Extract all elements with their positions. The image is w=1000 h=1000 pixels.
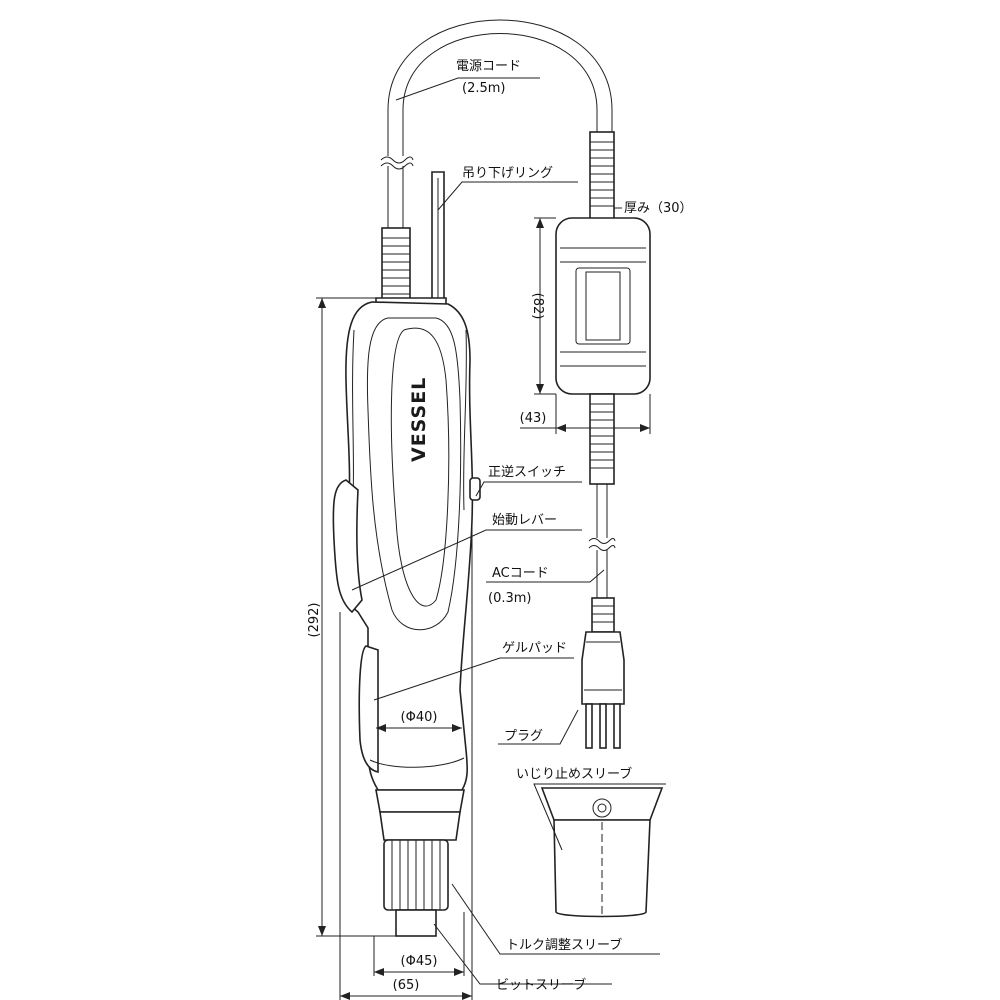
label-forward-reverse-switch: 正逆スイッチ: [488, 464, 566, 480]
ac-cord: [588, 484, 616, 598]
dim-height: (292): [307, 603, 322, 638]
dim-width: (65): [393, 978, 420, 993]
torque-adjust-sleeve: [375, 789, 465, 911]
dim-box-width: (43): [520, 411, 547, 426]
label-power-cord-length: (2.5m): [462, 81, 505, 96]
hanging-ring: [431, 171, 445, 308]
dim-grip-diameter: (Φ40): [401, 710, 438, 725]
label-start-lever: 始動レバー: [492, 513, 557, 528]
cord-strain-relief-tool: [381, 227, 411, 305]
label-thickness: 厚み（30）: [624, 201, 693, 216]
dimension-lines: [316, 217, 651, 1000]
brand-logo: VESSEL: [408, 377, 430, 462]
label-ac-cord-length: (0.3m): [488, 591, 531, 606]
plug: [581, 597, 625, 749]
label-torque-sleeve: トルク調整スリーブ: [506, 937, 622, 953]
tool-body: [332, 297, 481, 791]
controller-box: [555, 131, 651, 485]
tamper-proof-sleeve: [540, 787, 664, 918]
label-plug: プラグ: [504, 729, 543, 744]
label-ac-cord: ACコード: [492, 566, 549, 581]
dim-box-height: (82): [530, 293, 545, 320]
label-hanging-ring: 吊り下げリング: [462, 166, 553, 181]
label-power-cord: 電源コード: [456, 59, 521, 74]
dim-nose-diameter: (Φ45): [401, 954, 438, 969]
power-cord: [380, 19, 613, 230]
bit-sleeve: [395, 909, 437, 937]
label-bit-sleeve: ビットスリーブ: [496, 977, 586, 993]
label-tamper-sleeve: いじり止めスリーブ: [516, 766, 632, 782]
label-gel-pad: ゲルパッド: [502, 641, 567, 656]
leader-lines: [351, 77, 666, 985]
